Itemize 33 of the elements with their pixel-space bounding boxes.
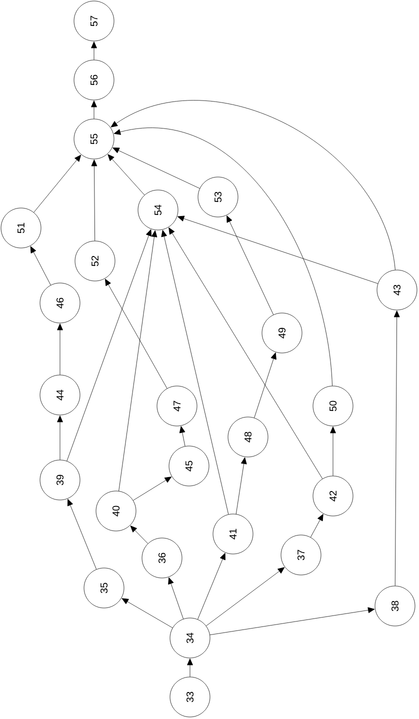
arrow: [198, 552, 226, 620]
arrow: [133, 476, 172, 501]
arrow: [177, 216, 378, 284]
arrow: [66, 229, 152, 462]
arrow: [236, 457, 247, 514]
arrow: [114, 128, 332, 386]
arrow: [91, 160, 98, 241]
arrow: [168, 577, 184, 620]
arrow: [118, 230, 158, 492]
arrow: [91, 42, 97, 60]
arrow: [110, 100, 396, 270]
arrow: [122, 598, 173, 628]
arrow: [206, 567, 285, 626]
arrow: [254, 352, 276, 418]
arrow: [112, 148, 200, 189]
arrow: [168, 227, 323, 479]
arrow: [394, 310, 400, 586]
arrow: [330, 426, 336, 476]
arrow: [105, 278, 168, 389]
arrow: [187, 658, 193, 677]
arrow: [34, 154, 82, 213]
arrow: [91, 100, 97, 119]
arrow: [130, 526, 148, 544]
arrow: [210, 607, 375, 636]
arrow: [57, 416, 63, 460]
arrow: [67, 498, 97, 570]
arrow: [57, 324, 63, 375]
arrow: [310, 514, 324, 538]
arrow: [161, 230, 229, 515]
arrow: [30, 246, 51, 286]
arrow: [179, 426, 186, 446]
arrow: [226, 216, 274, 315]
arrow: [108, 154, 145, 196]
